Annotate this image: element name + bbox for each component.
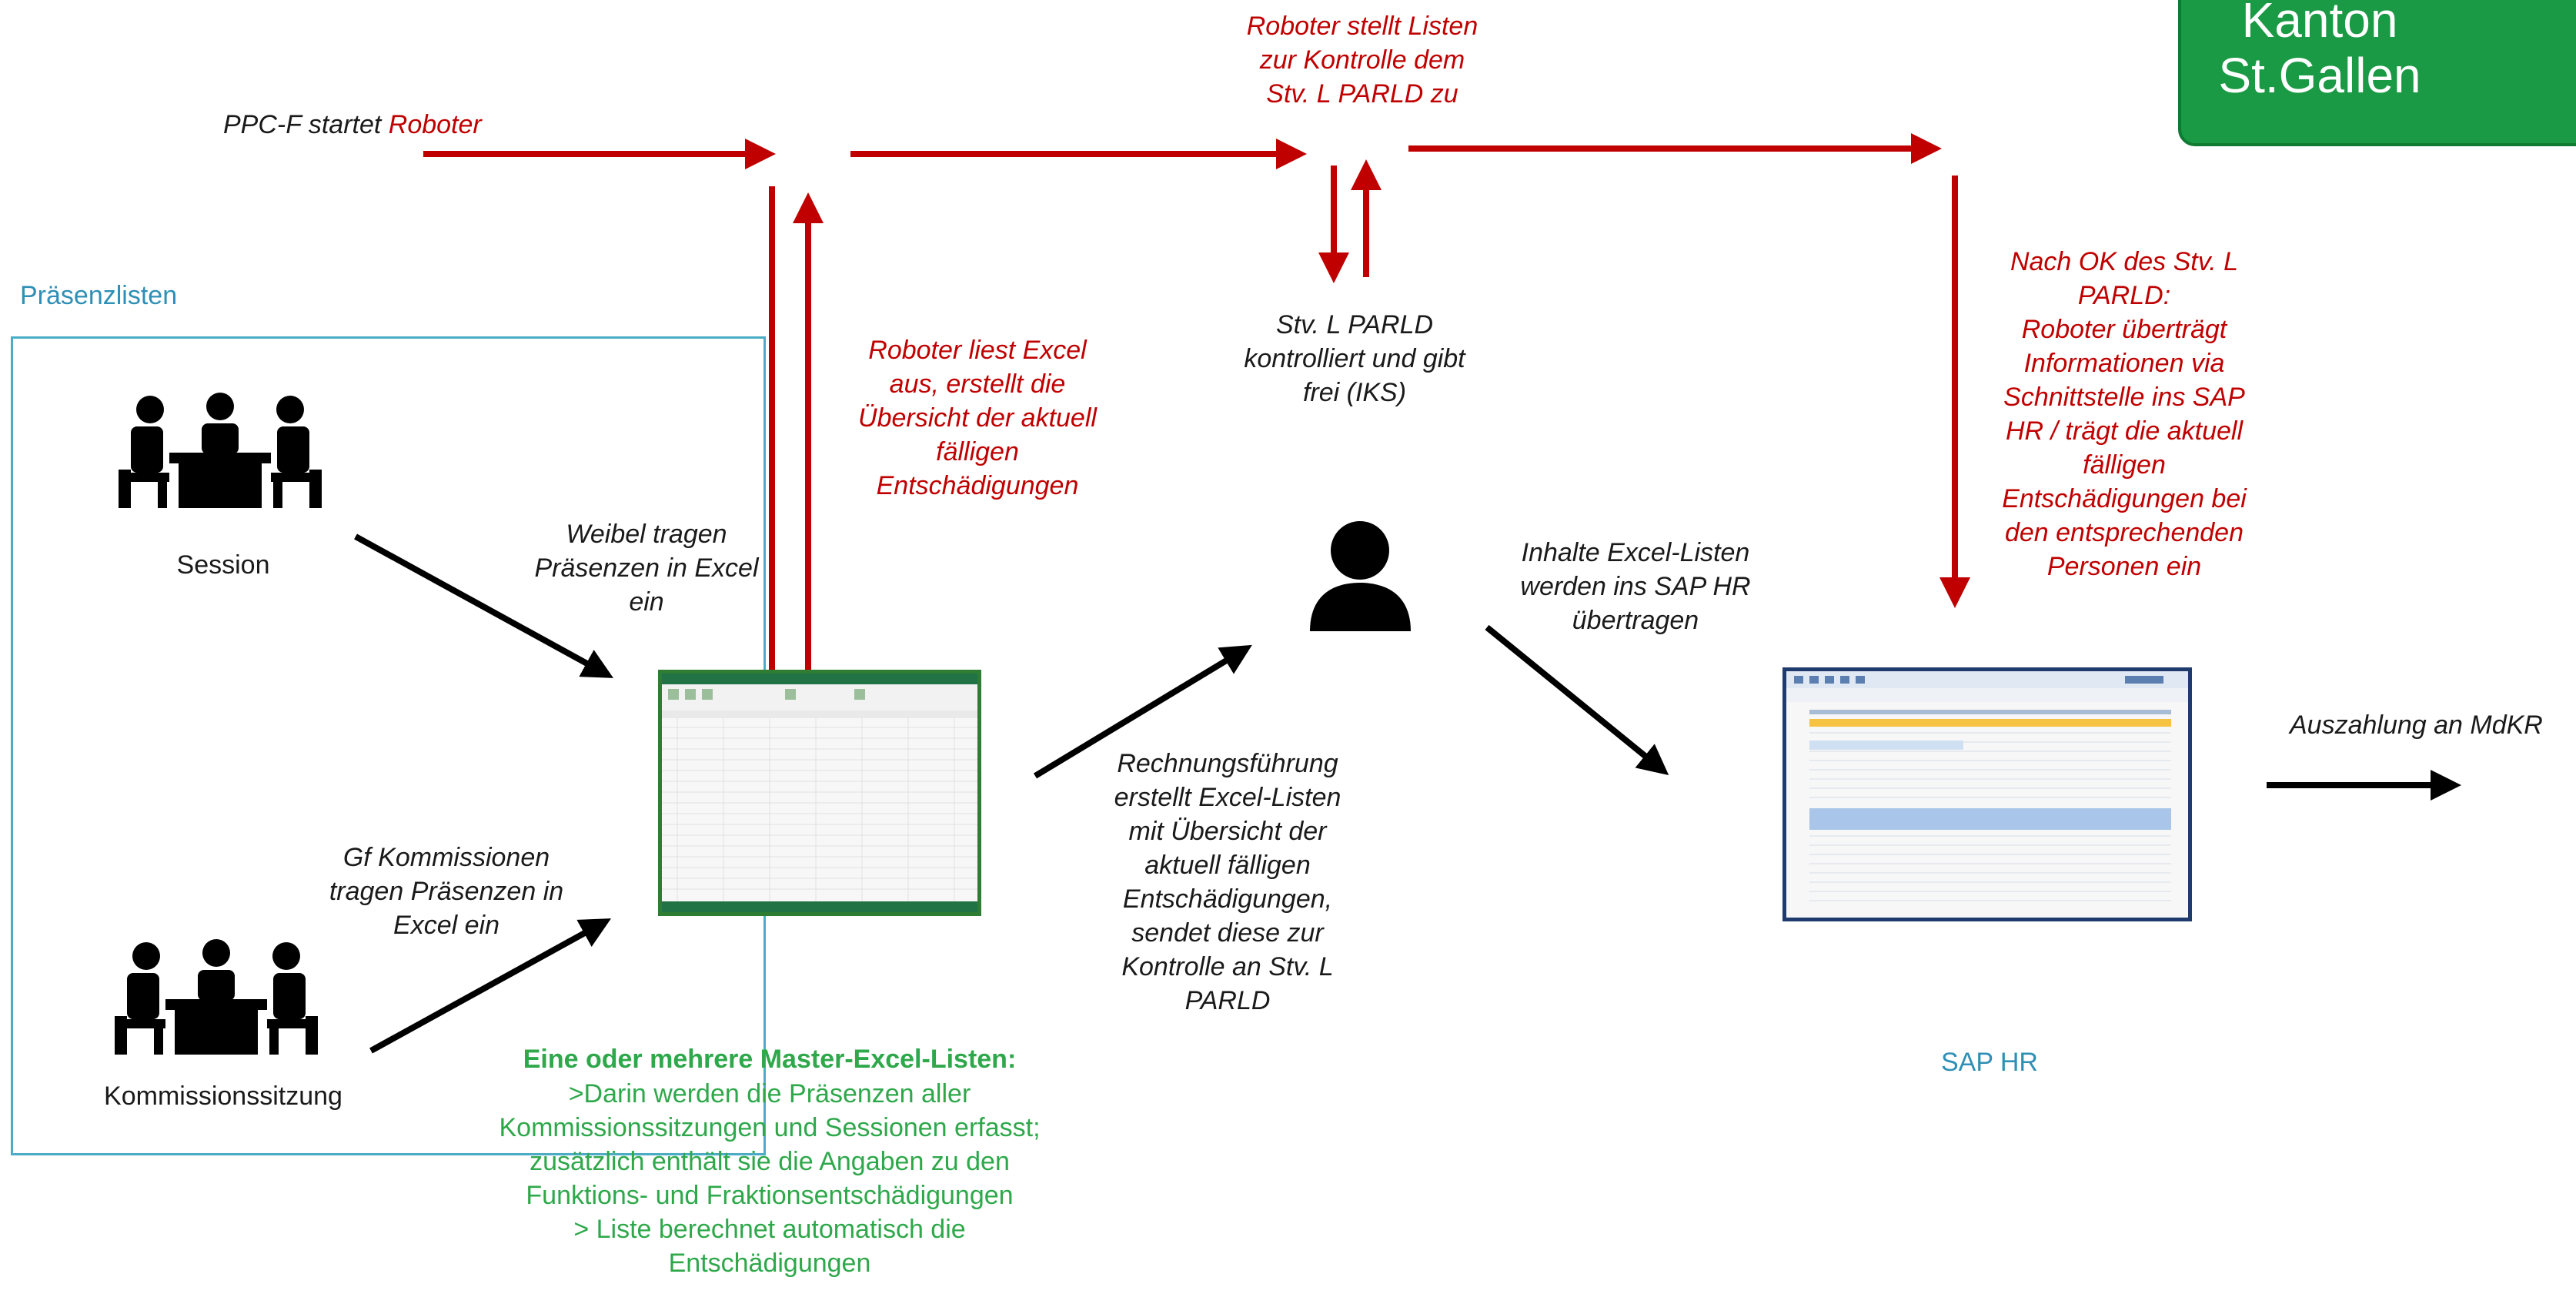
session-label: Session [176, 550, 270, 580]
arrow-person-to-sap [1485, 624, 1669, 776]
arrow-kommission-to-excel [369, 918, 612, 1054]
meeting-people-icon [119, 393, 322, 508]
person-silhouette-icon [1310, 521, 1411, 631]
arrow-excel-to-person [1033, 644, 1252, 779]
sap-window-icon [1782, 667, 2192, 921]
master-list-body: >Darin werden die Präsenzen aller Kommis… [499, 1079, 1041, 1278]
praesenzlisten-title: Präsenzlisten [20, 281, 178, 310]
stv-control-label: Stv. L PARLD kontrolliert und gibt frei … [1244, 310, 1465, 407]
logo-line2: St.Gallen [2218, 48, 2421, 103]
rechnung-label: Rechnungsführung erstellt Excel-Listen m… [1114, 749, 1341, 1015]
weibel-label: Weibel tragen Präsenzen in Excel ein [534, 520, 759, 617]
start-actor: Roboter [388, 110, 482, 139]
kanton-logo: Kanton St.Gallen [2178, 0, 2576, 146]
nach-ok-label: Nach OK des Stv. L PARLD: Roboter übertr… [2002, 247, 2247, 581]
kommissionssitzung-label: Kommissionssitzung [104, 1082, 342, 1111]
arrow-session-to-excel [354, 533, 614, 678]
roboter-reads-label: Roboter liest Excel aus, erstellt die Üb… [858, 336, 1097, 500]
sap-hr-label: SAP HR [1941, 1048, 2038, 1077]
auszahlung-label: Auszahlung an MdKR [2290, 710, 2543, 740]
start-label: PPC-F startet Roboter [223, 108, 482, 142]
excel-window-icon [658, 670, 981, 916]
inhalte-label: Inhalte Excel-Listen werden ins SAP HR ü… [1520, 538, 1751, 635]
roboter-lists-label: Roboter stellt Listen zur Kontrolle dem … [1246, 12, 1478, 109]
gf-kommissionen-label: Gf Kommissionen tragen Präsenzen in Exce… [329, 843, 564, 940]
start-prefix: PPC-F startet [223, 110, 389, 139]
logo-line1: Kanton [2241, 0, 2398, 48]
master-list-title: Eine oder mehrere Master-Excel-Listen: [523, 1045, 1017, 1074]
meeting-people-icon [115, 939, 318, 1055]
